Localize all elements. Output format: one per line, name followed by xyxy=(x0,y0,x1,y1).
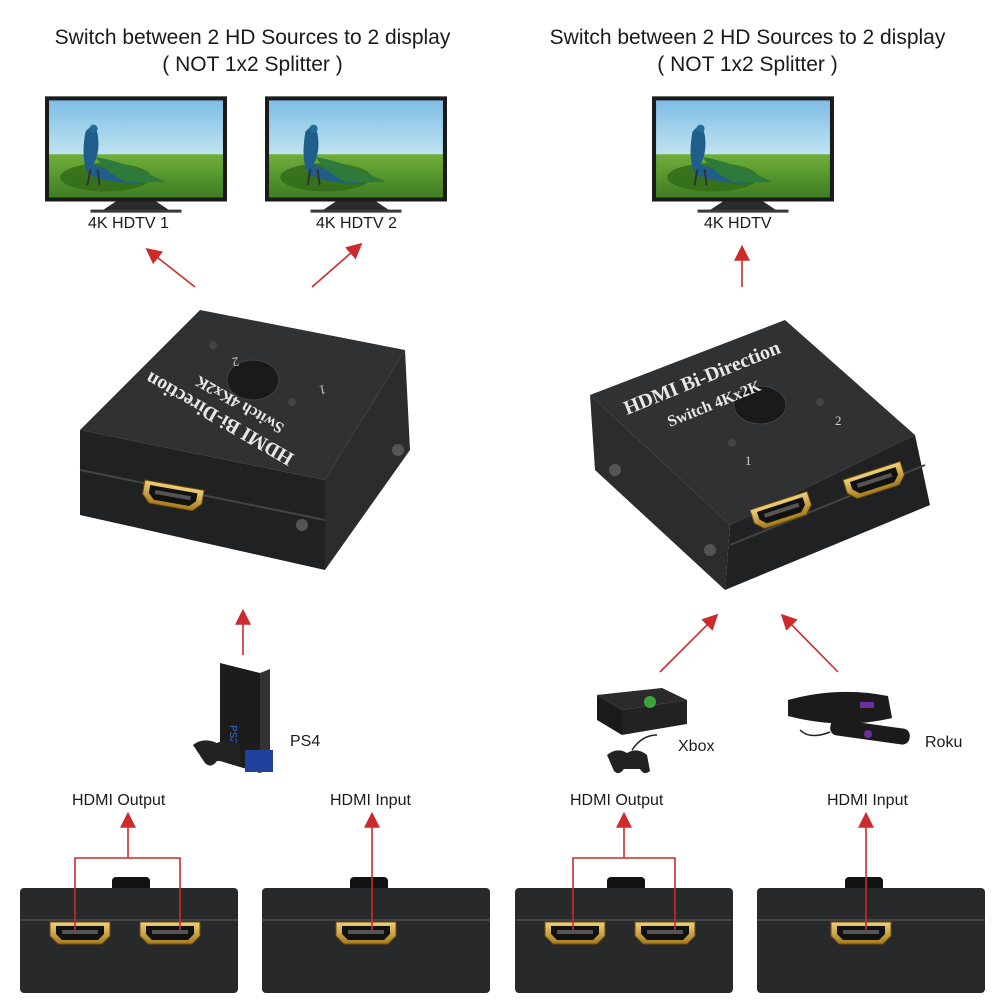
right-source1-label: Xbox xyxy=(678,738,715,755)
gamepad-icon xyxy=(607,750,650,774)
right-heading-line1: Switch between 2 HD Sources to 2 display xyxy=(549,26,946,49)
left-input-label: HDMI Input xyxy=(330,792,411,809)
left-heading-line1: Switch between 2 HD Sources to 2 display xyxy=(54,26,451,49)
right-input-label: HDMI Input xyxy=(827,792,908,809)
arrow-icon xyxy=(659,613,719,673)
roku-box-icon xyxy=(788,691,910,745)
left-heading-line2: ( NOT 1x2 Splitter ) xyxy=(162,53,343,76)
arrow-icon xyxy=(311,242,363,288)
right-tv-label: 4K HDTV xyxy=(704,215,772,232)
left-port1-label: 1 xyxy=(318,382,327,398)
gamepad-icon xyxy=(193,740,243,766)
hdmi-switch-front-views xyxy=(515,877,985,993)
hdmi-switch-icon: HDMI Bi-Direction Switch 4Kx2K 1 2 xyxy=(590,320,930,590)
right-source2-label: Roku xyxy=(925,734,963,751)
arrow-icon xyxy=(780,613,839,673)
right-output-label: HDMI Output xyxy=(570,792,664,809)
svg-text:PS2: PS2 xyxy=(227,725,238,744)
left-tv2-label: 4K HDTV 2 xyxy=(316,215,397,232)
left-source-label: PS4 xyxy=(290,733,321,750)
right-heading-line2: ( NOT 1x2 Splitter ) xyxy=(657,53,838,76)
left-tv1-label: 4K HDTV 1 xyxy=(88,215,169,232)
right-port2-label: 2 xyxy=(835,413,842,428)
left-port2-label: 2 xyxy=(231,354,240,370)
arrow-icon xyxy=(145,248,196,288)
ps4-console-icon: PS2 xyxy=(193,663,273,773)
hdmi-switch-icon: HDMI Bi-Direction Switch 4Kx2K 2 1 xyxy=(79,310,410,570)
xbox-console-icon xyxy=(597,688,687,774)
remote-icon xyxy=(830,719,910,745)
right-port1-label: 1 xyxy=(745,453,752,468)
left-output-label: HDMI Output xyxy=(72,792,166,809)
